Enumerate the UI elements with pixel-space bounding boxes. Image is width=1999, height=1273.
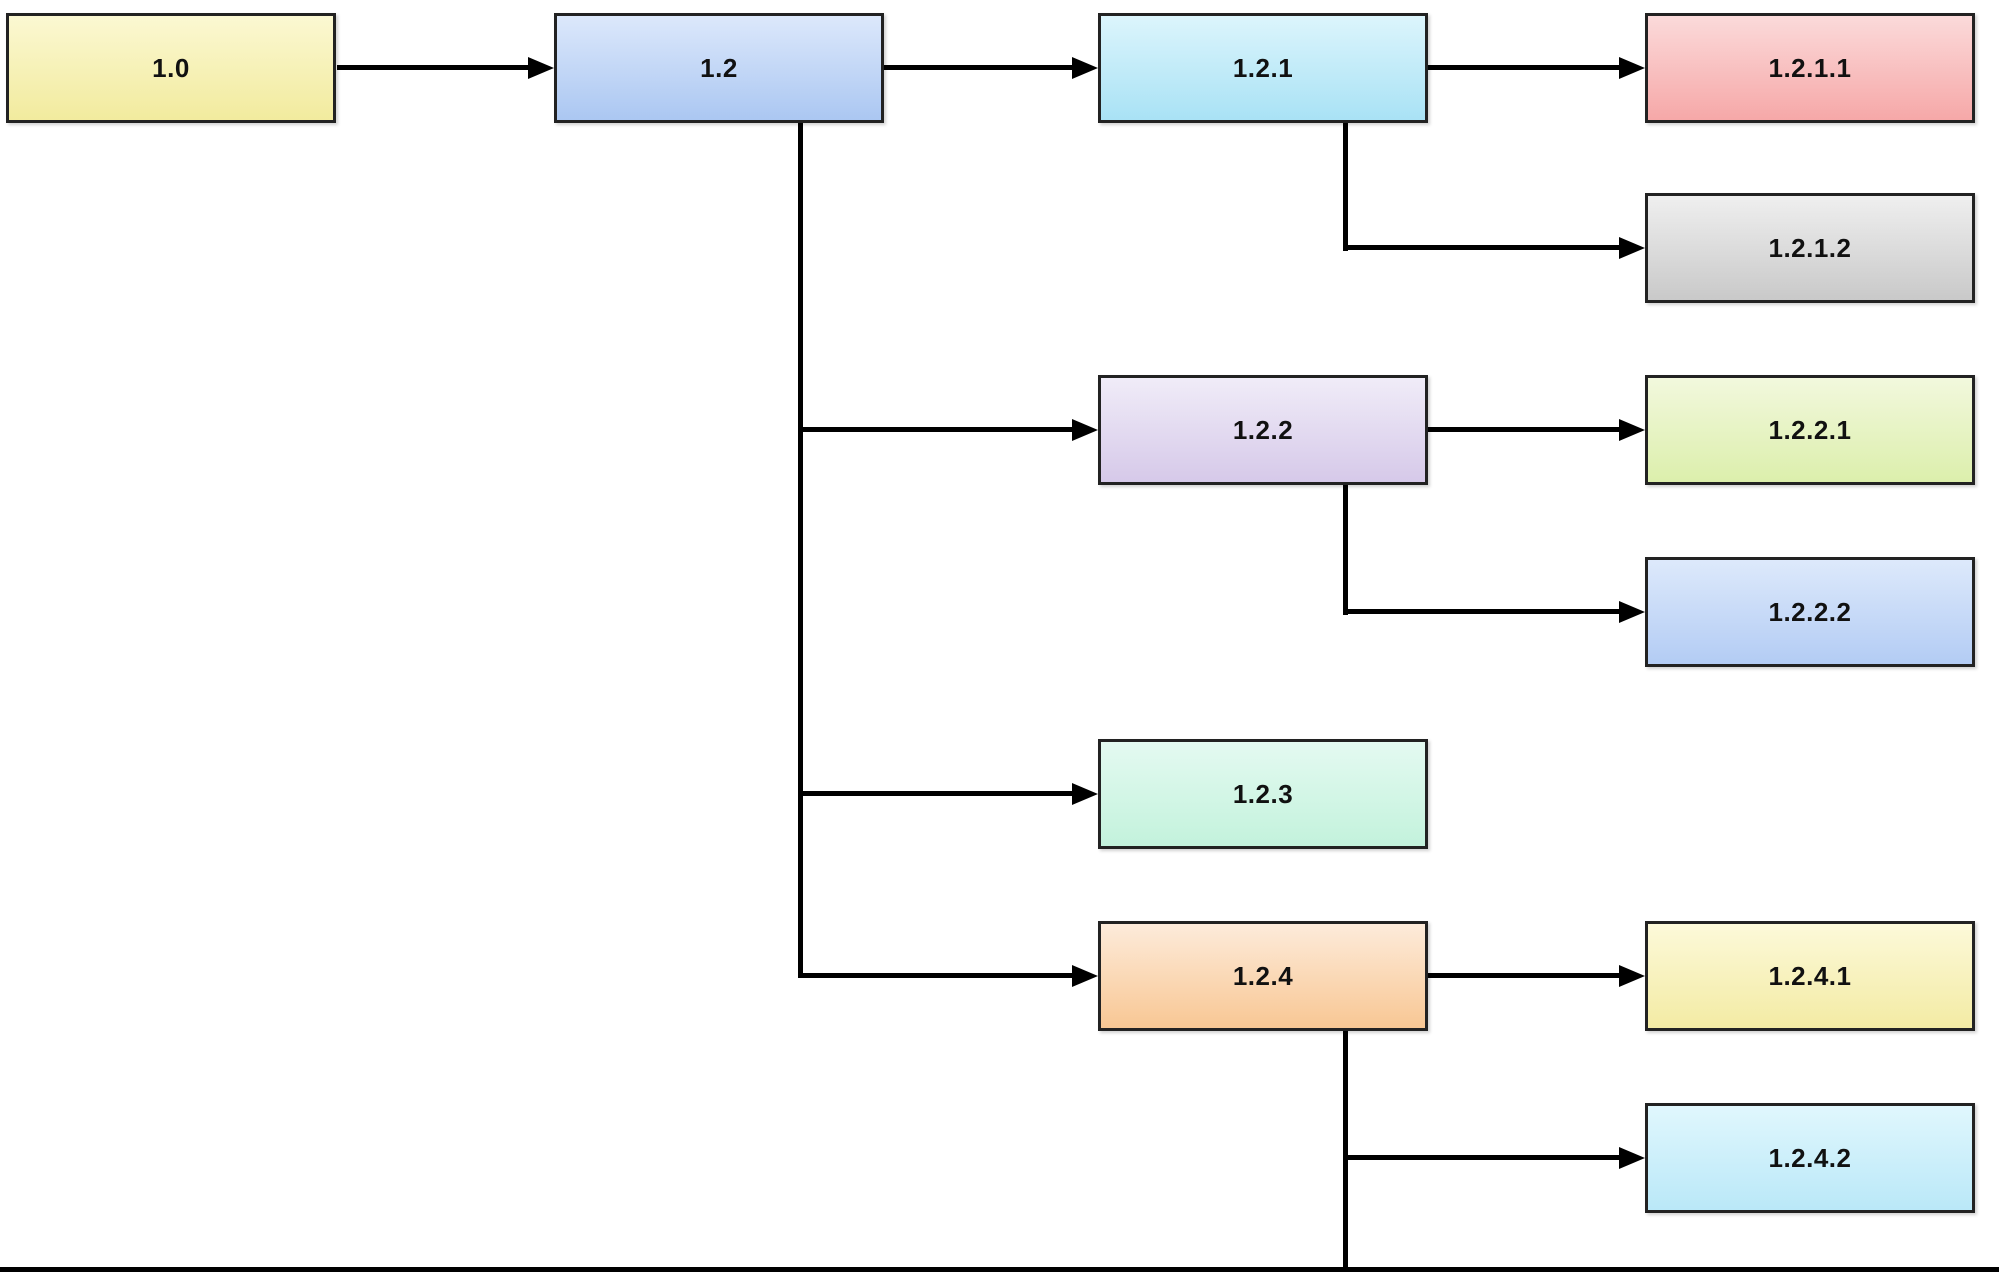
node-label: 1.2.4 — [1232, 960, 1294, 991]
edge-1-2-to-1-2-4-line — [798, 973, 1072, 978]
edge-1-2-2-to-1-2-2-2-vline — [1343, 485, 1348, 615]
edge-1-2-2-to-1-2-2-1-line — [1428, 427, 1619, 432]
edge-1-2-to-1-2-3-arrowhead — [1072, 783, 1098, 805]
edge-1-2-2-to-1-2-2-2-arrowhead — [1619, 601, 1645, 623]
node-label: 1.2.1 — [1232, 52, 1294, 83]
node-label: 1.2.2.1 — [1768, 414, 1852, 445]
edge-1-2-to-1-2-2-arrowhead — [1072, 419, 1098, 441]
node-label: 1.2.3 — [1232, 778, 1294, 809]
edge-1-2-to-1-2-1-arrowhead — [1072, 57, 1098, 79]
node-label: 1.2.4.2 — [1768, 1142, 1852, 1173]
node-label: 1.2.2 — [1232, 414, 1294, 445]
bottom-cutoff-line — [0, 1267, 1999, 1272]
edge-1-2-to-1-2-3-line — [798, 791, 1072, 796]
node-label: 1.2.1.2 — [1768, 232, 1852, 263]
edge-1-2-1-to-1-2-1-1-arrowhead — [1619, 57, 1645, 79]
node-1-2-4-2[interactable]: 1.2.4.2 — [1645, 1103, 1975, 1213]
node-1-2-2-1[interactable]: 1.2.2.1 — [1645, 375, 1975, 485]
node-label: 1.2.2.2 — [1768, 596, 1852, 627]
node-1-2-1-1[interactable]: 1.2.1.1 — [1645, 13, 1975, 123]
edge-1-2-4-to-1-2-4-1-line — [1428, 973, 1619, 978]
edge-1-2-4-to-1-2-4-2-arrowhead — [1619, 1147, 1645, 1169]
edge-1-2-1-to-1-2-1-2-line — [1343, 245, 1619, 250]
node-label: 1.2.1.1 — [1768, 52, 1852, 83]
node-label: 1.0 — [152, 52, 190, 83]
edge-1-2-to-1-2-4-arrowhead — [1072, 965, 1098, 987]
edge-1-0-to-1-2-arrowhead — [528, 57, 554, 79]
edge-1-2-2-to-1-2-2-2-line — [1343, 609, 1619, 614]
node-1-2-1-2[interactable]: 1.2.1.2 — [1645, 193, 1975, 303]
edge-1-0-to-1-2-line — [337, 65, 528, 70]
node-1-0[interactable]: 1.0 — [6, 13, 336, 123]
node-1-2-4-1[interactable]: 1.2.4.1 — [1645, 921, 1975, 1031]
edge-1-2-to-1-2-2-line — [798, 427, 1072, 432]
edge-1-2-4-to-1-2-4-2-vline — [1343, 1031, 1348, 1270]
edge-1-2-trunk-vline — [798, 123, 803, 978]
edge-1-2-2-to-1-2-2-1-arrowhead — [1619, 419, 1645, 441]
node-1-2-2-2[interactable]: 1.2.2.2 — [1645, 557, 1975, 667]
node-1-2-4[interactable]: 1.2.4 — [1098, 921, 1428, 1031]
edge-1-2-4-to-1-2-4-2-line — [1343, 1155, 1619, 1160]
edge-1-2-to-1-2-1-line — [884, 65, 1072, 70]
node-label: 1.2 — [700, 52, 738, 83]
node-1-2-1[interactable]: 1.2.1 — [1098, 13, 1428, 123]
edge-1-2-1-to-1-2-1-2-arrowhead — [1619, 237, 1645, 259]
node-label: 1.2.4.1 — [1768, 960, 1852, 991]
edge-1-2-4-to-1-2-4-1-arrowhead — [1619, 965, 1645, 987]
edge-1-2-1-to-1-2-1-2-vline — [1343, 123, 1348, 251]
node-1-2[interactable]: 1.2 — [554, 13, 884, 123]
node-1-2-3[interactable]: 1.2.3 — [1098, 739, 1428, 849]
edge-1-2-1-to-1-2-1-1-line — [1428, 65, 1619, 70]
node-1-2-2[interactable]: 1.2.2 — [1098, 375, 1428, 485]
